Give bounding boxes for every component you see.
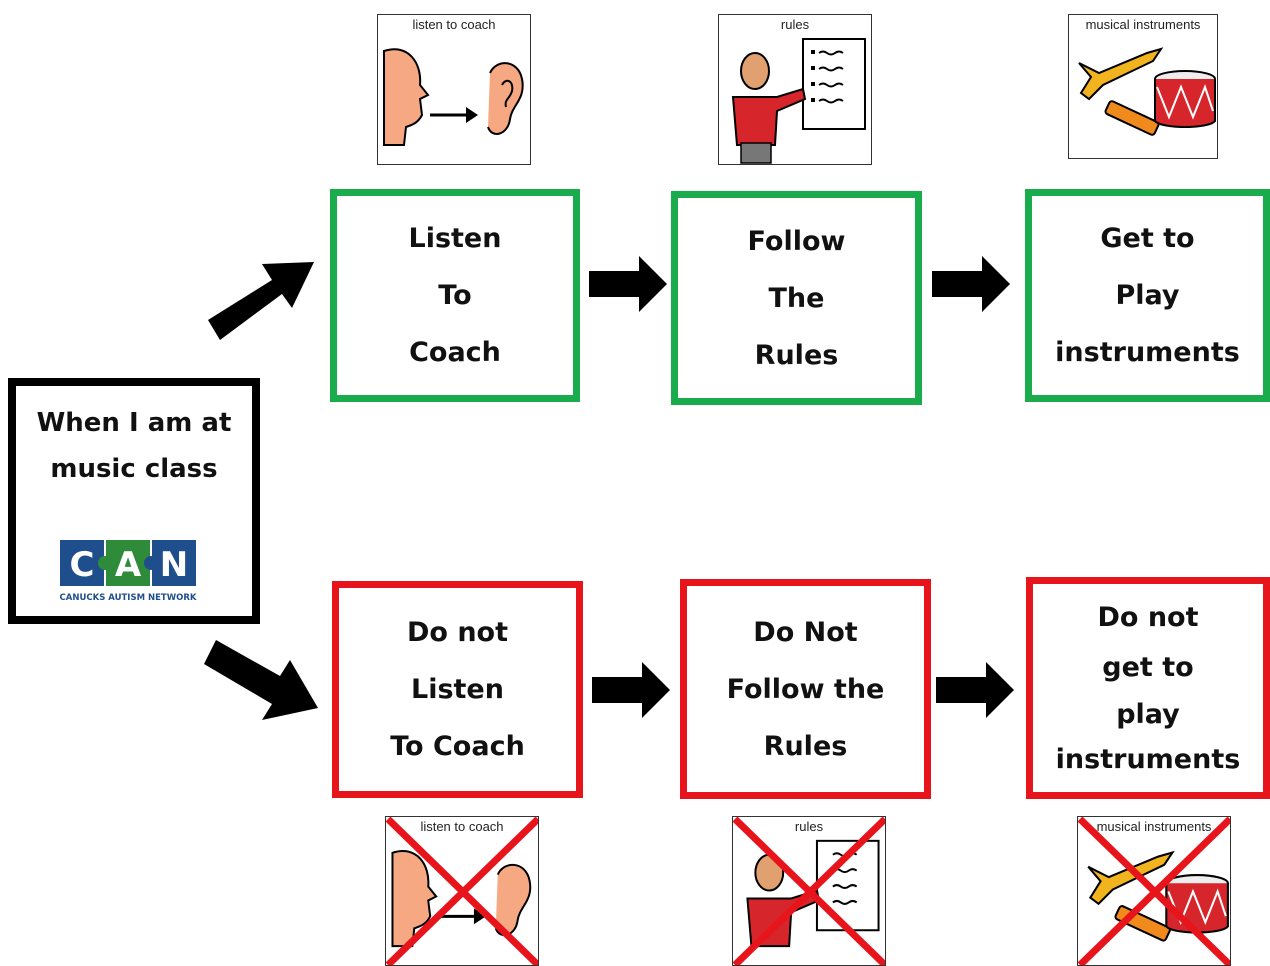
symbol-card-rules: rules bbox=[718, 14, 872, 165]
box-line: Rules bbox=[763, 730, 848, 762]
arrow-bottom-2 bbox=[936, 662, 1014, 718]
box-line: play bbox=[1116, 699, 1180, 730]
box-line: The bbox=[768, 282, 825, 314]
box-line: Do not bbox=[1097, 602, 1199, 633]
musical-instruments-icon bbox=[1078, 47, 1216, 136]
logo-letter-a: A bbox=[115, 545, 142, 585]
symbol-caption: listen to coach bbox=[420, 819, 504, 834]
symbol-caption: musical instruments bbox=[1085, 17, 1201, 32]
bottom-box-not-follow: Do Not Follow the Rules bbox=[680, 579, 931, 799]
symbol-caption: musical instruments bbox=[1096, 819, 1212, 834]
box-line: To bbox=[438, 280, 472, 311]
arrow-to-top-row bbox=[208, 262, 314, 340]
symbol-caption: rules bbox=[794, 819, 824, 834]
bottom-box-not-listen: Do not Listen To Coach bbox=[332, 581, 583, 798]
box-line: Get to bbox=[1100, 223, 1195, 254]
listen-to-coach-icon bbox=[383, 48, 524, 146]
box-line: Rules bbox=[754, 339, 839, 371]
symbol-card-rules-crossed: rules bbox=[732, 816, 886, 966]
box-line: Coach bbox=[409, 337, 501, 368]
arrow-bottom-1 bbox=[592, 662, 670, 718]
box-line: Follow the bbox=[726, 673, 885, 705]
box-line: To Coach bbox=[390, 731, 525, 762]
start-line-1: When I am at bbox=[36, 408, 232, 438]
arrow-top-2 bbox=[932, 256, 1010, 312]
box-line: instruments bbox=[1055, 744, 1241, 775]
symbol-card-listen: listen to coach bbox=[377, 14, 531, 165]
arrow-top-1 bbox=[589, 256, 667, 312]
arrow-to-bottom-row bbox=[204, 640, 318, 720]
start-line-2: music class bbox=[50, 454, 218, 484]
box-line: get to bbox=[1102, 652, 1194, 683]
listen-to-coach-icon bbox=[391, 850, 532, 948]
box-line: Listen bbox=[408, 223, 502, 254]
cross-out-icon bbox=[386, 817, 538, 965]
top-box-listen: Listen To Coach bbox=[330, 189, 580, 402]
box-line: Listen bbox=[411, 674, 504, 705]
box-line: instruments bbox=[1055, 337, 1240, 368]
logo-tagline: CANUCKS AUTISM NETWORK bbox=[60, 593, 197, 603]
box-line: Play bbox=[1115, 280, 1180, 311]
symbol-card-listen-crossed: listen to coach bbox=[385, 816, 539, 966]
box-line: Follow bbox=[747, 225, 846, 257]
symbol-card-instruments: musical instruments bbox=[1068, 14, 1218, 159]
cross-out-icon bbox=[1078, 817, 1230, 965]
can-logo: C A N CANUCKS AUTISM NETWORK bbox=[60, 540, 197, 603]
cross-out-icon bbox=[733, 817, 885, 965]
top-box-play: Get to Play instruments bbox=[1025, 189, 1270, 402]
symbol-caption: listen to coach bbox=[412, 17, 496, 32]
box-line: Do Not bbox=[753, 616, 858, 648]
rules-icon bbox=[731, 38, 866, 164]
logo-letter-c: C bbox=[70, 545, 95, 585]
logo-letter-n: N bbox=[160, 545, 188, 585]
box-line: Do not bbox=[406, 617, 509, 648]
bottom-box-not-play: Do not get to play instruments bbox=[1026, 577, 1270, 799]
symbol-caption: rules bbox=[780, 17, 810, 32]
symbol-card-instruments-crossed: musical instruments bbox=[1077, 816, 1231, 966]
top-box-follow: Follow The Rules bbox=[671, 191, 922, 405]
